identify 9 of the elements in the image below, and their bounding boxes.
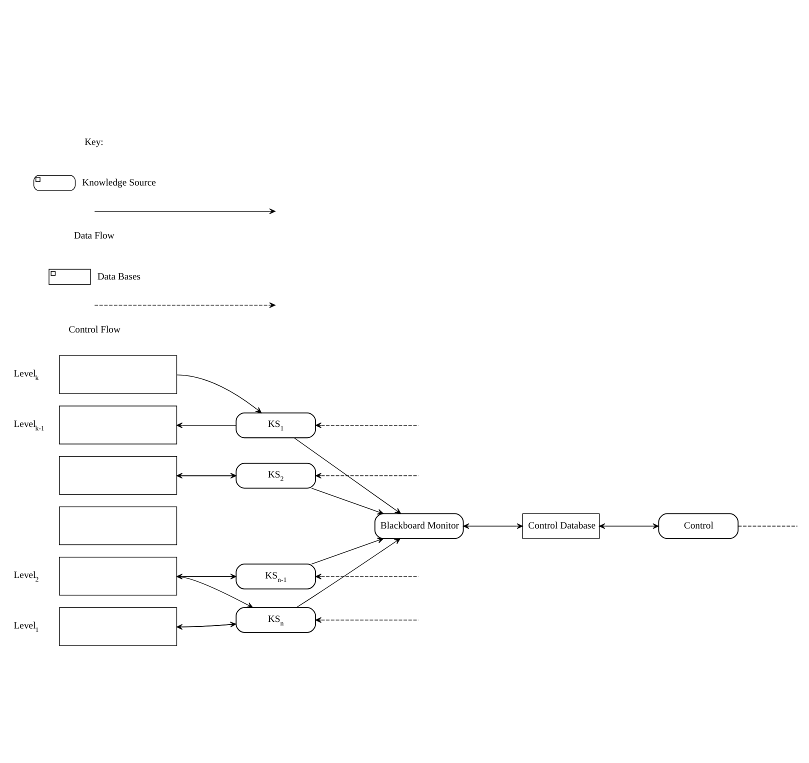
node-label: Level$_{1}$ [14,620,39,634]
legend-label: Data Bases [97,270,141,282]
legend-label: Control Flow [68,324,120,336]
legend-label: Data Flow [74,230,114,242]
node-label: Level$_{k}$ [14,368,39,382]
label: Key: [84,136,104,148]
legend-label: Knowledge Source [82,177,156,188]
node-label: Level$_{2}$ [14,570,39,584]
node-label: Level$_{k-1}$ [14,418,44,432]
